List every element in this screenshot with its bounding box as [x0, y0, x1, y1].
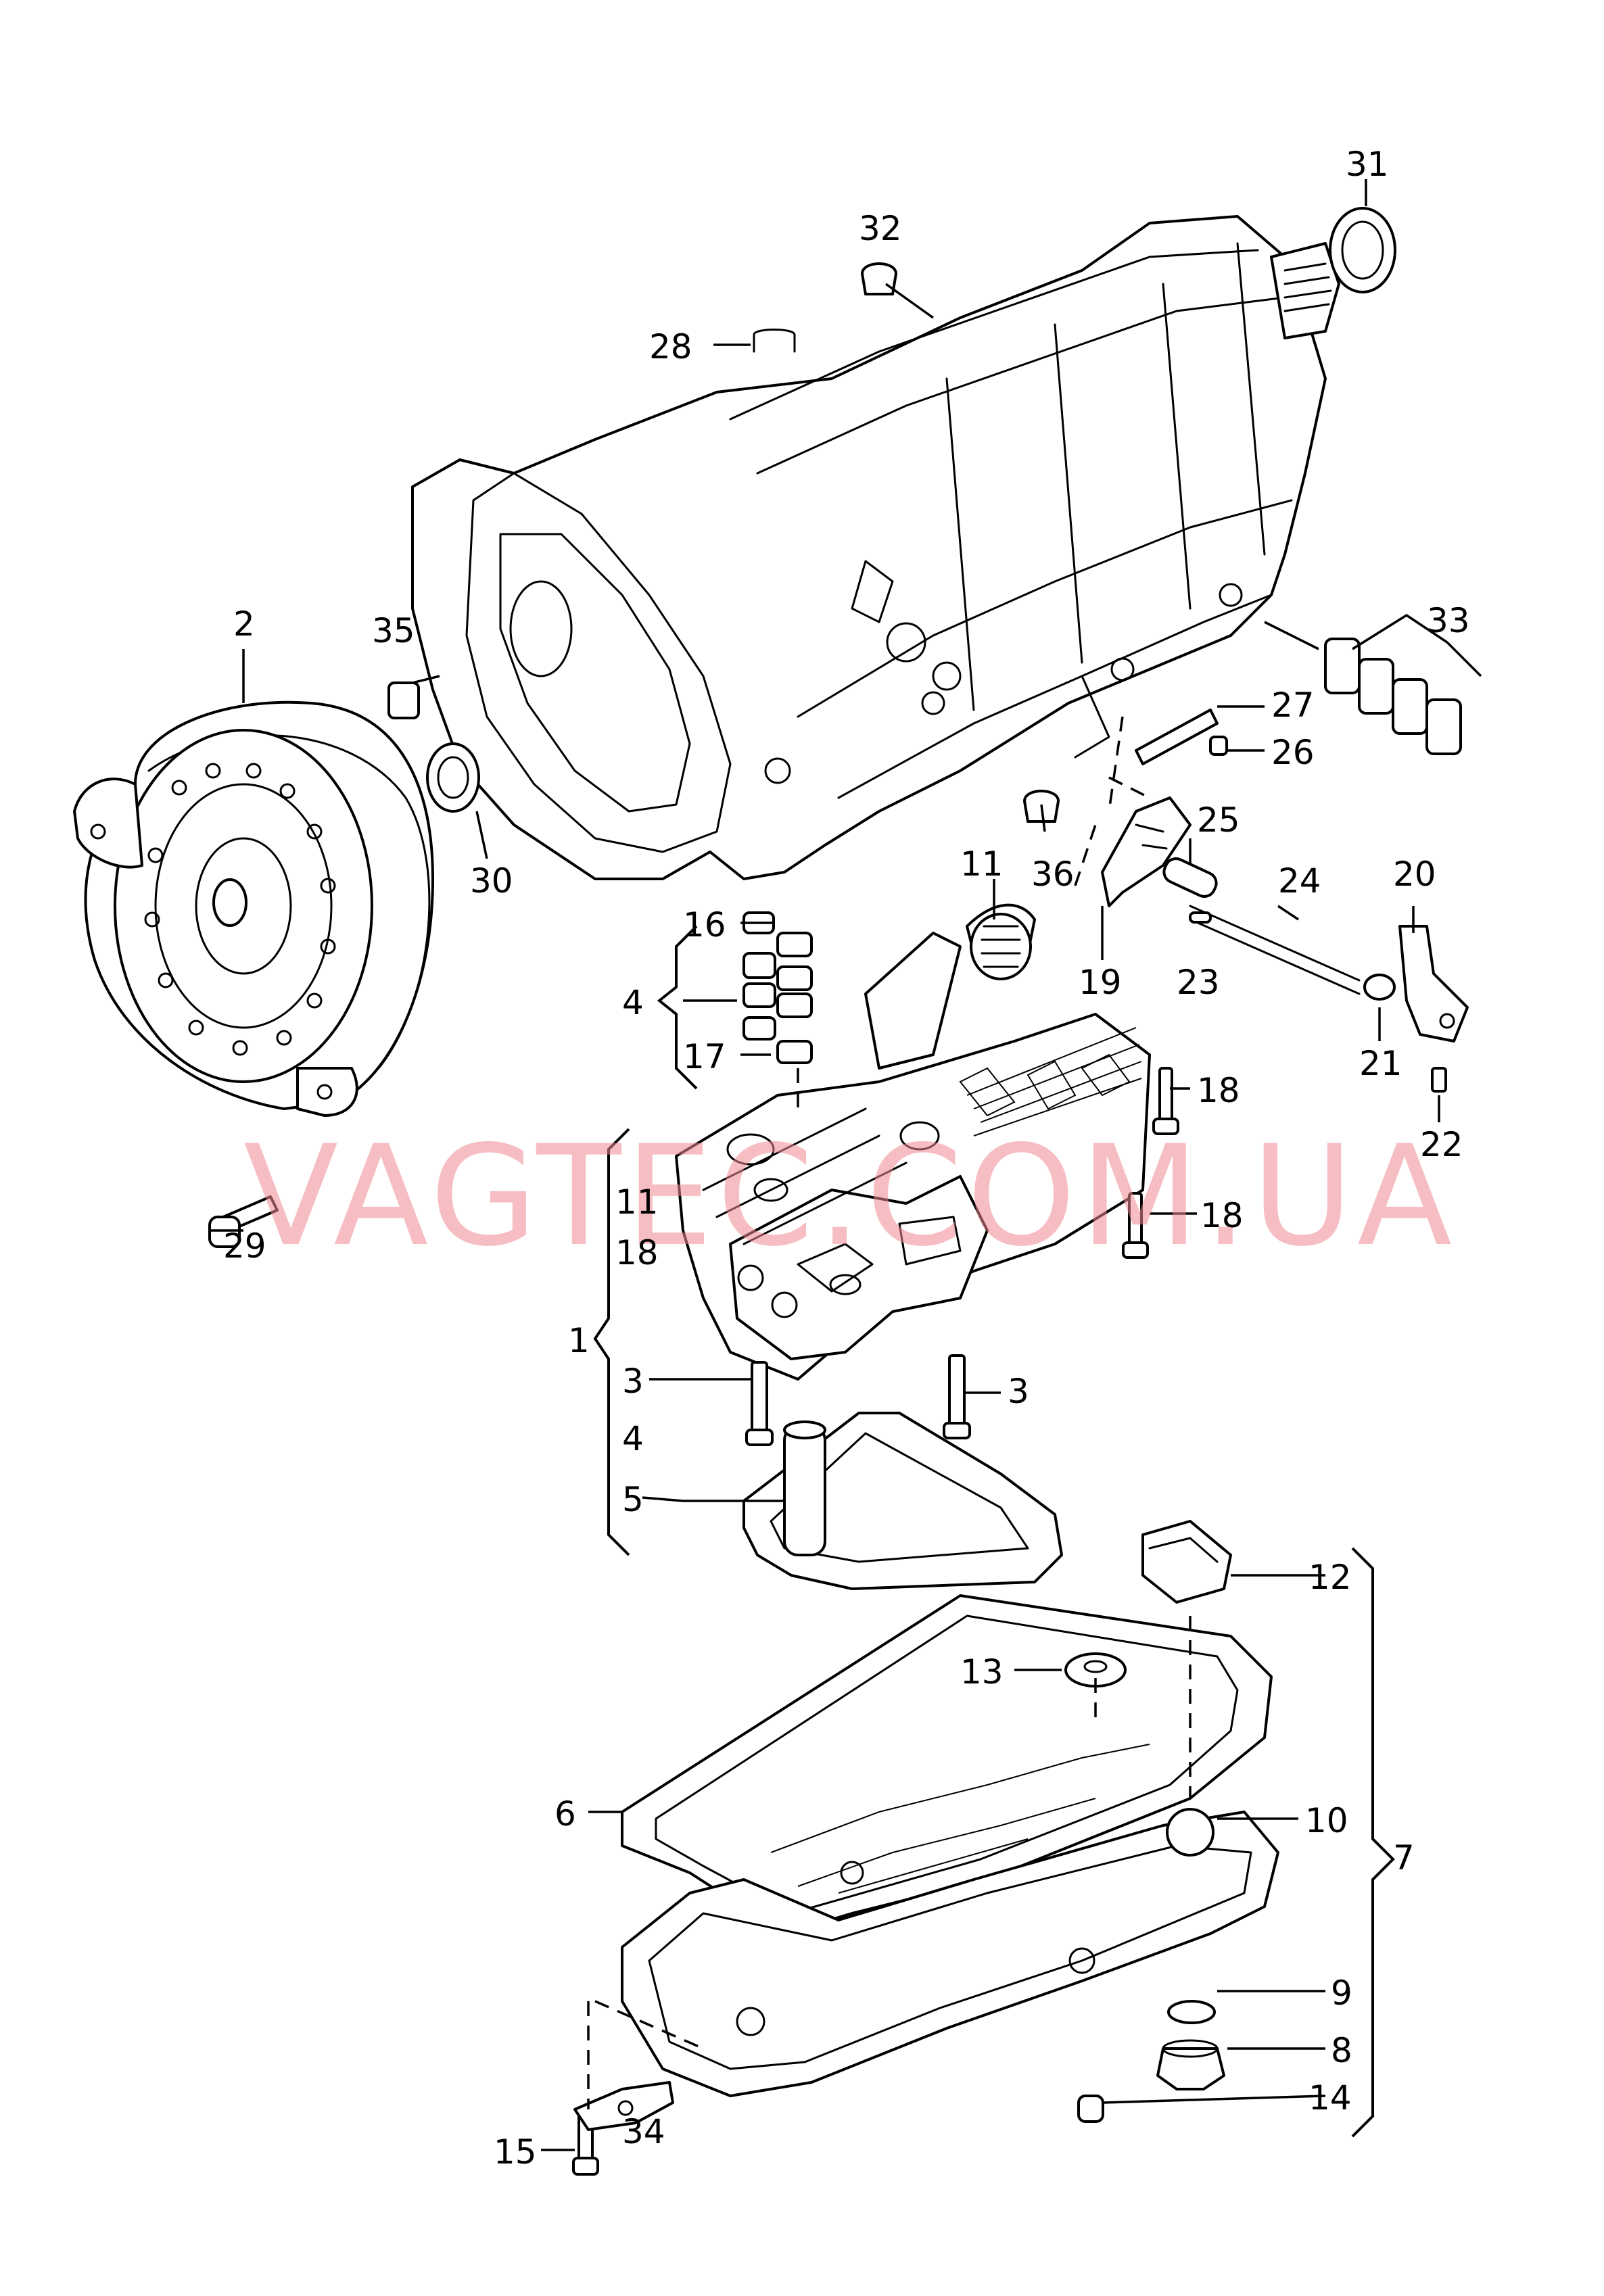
callout-32: 32 — [859, 209, 902, 248]
leader-lines — [210, 179, 1482, 2151]
seals-16-17 — [742, 911, 813, 1064]
callout-15: 15 — [494, 2132, 537, 2172]
callout-7: 7 — [1393, 1838, 1415, 1878]
callout-24: 24 — [1278, 861, 1321, 901]
callout-23: 23 — [1177, 963, 1220, 1002]
callout-10: 10 — [1305, 1801, 1348, 1840]
callout-28: 28 — [649, 327, 692, 366]
sensor-12 — [1141, 1520, 1232, 1604]
callout-19: 19 — [1079, 963, 1122, 1002]
callout-2: 2 — [233, 604, 255, 644]
callout-6: 6 — [555, 1794, 576, 1834]
callout-21: 21 — [1359, 1044, 1402, 1083]
callout-17: 17 — [683, 1037, 726, 1076]
callout-18-top: 18 — [1197, 1071, 1240, 1110]
callout-22: 22 — [1420, 1125, 1463, 1164]
callout-9: 9 — [1331, 1974, 1352, 2013]
selector-parts — [1101, 709, 1469, 1093]
oil-filter — [742, 1412, 1063, 1590]
callout-18-list: 18 — [615, 1233, 659, 1272]
spring-11 — [970, 913, 1032, 980]
drain-plugs — [1077, 2000, 1225, 2123]
callout-3-right: 3 — [1008, 1372, 1029, 1411]
callout-26: 26 — [1271, 733, 1315, 772]
callout-36: 36 — [1031, 855, 1075, 894]
transmission-housing — [411, 215, 1340, 880]
group-braces — [593, 925, 1395, 2138]
callout-27: 27 — [1271, 686, 1315, 725]
callout-labels: 1 2 3 3 4 4 5 6 7 8 9 10 11 11 12 13 14 … — [223, 145, 1470, 2172]
callout-16: 16 — [683, 905, 726, 944]
callout-11-list: 11 — [615, 1182, 659, 1222]
sleeves-33 — [1324, 638, 1462, 755]
callout-20: 20 — [1393, 855, 1436, 894]
callout-31: 31 — [1346, 145, 1389, 184]
callout-14: 14 — [1308, 2078, 1352, 2118]
callout-11-top: 11 — [960, 844, 1004, 884]
torque-converter — [73, 700, 434, 1117]
callout-18-mid: 18 — [1200, 1196, 1244, 1235]
callout-4-top: 4 — [622, 983, 644, 1022]
callout-1: 1 — [568, 1321, 590, 1360]
callout-4-list: 4 — [622, 1419, 644, 1458]
callout-12: 12 — [1308, 1558, 1352, 1597]
callout-33: 33 — [1427, 601, 1470, 640]
callout-30: 30 — [470, 861, 513, 901]
callout-5: 5 — [622, 1480, 644, 1519]
callout-25: 25 — [1197, 800, 1240, 840]
watermark: VAGTEC.COM.UA — [243, 1116, 1456, 1277]
bracket-34 — [573, 2081, 674, 2131]
callout-3-left: 3 — [622, 1362, 644, 1401]
callout-34: 34 — [622, 2112, 665, 2151]
callout-8: 8 — [1331, 2031, 1352, 2070]
callout-13: 13 — [960, 1652, 1004, 1692]
callout-35: 35 — [372, 611, 415, 650]
callout-29: 29 — [223, 1226, 266, 1266]
